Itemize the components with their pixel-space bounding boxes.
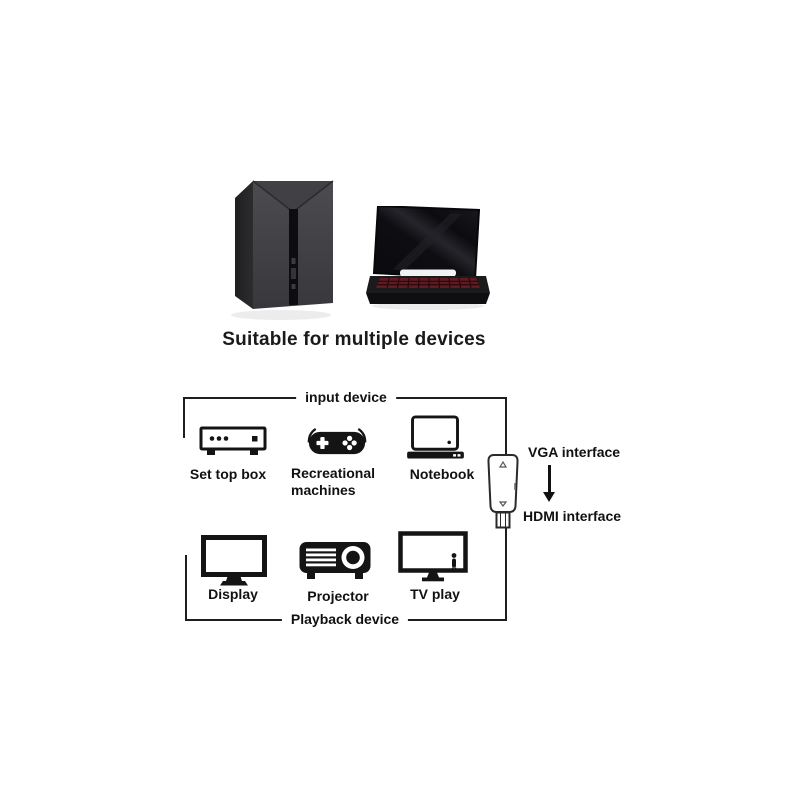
adapter-vga-label: VGA interface [528,444,621,460]
gaming-laptop-image [366,206,490,310]
playback-device-label-display: Display [208,586,258,602]
notebook-icon [407,415,464,459]
playback-device-label-tv-play: TV play [410,586,460,602]
input-device-label-recreational-machines: Recreational machines [291,465,376,498]
set-top-box-icon [199,426,267,455]
desktop-tower-image [231,180,334,320]
playback-group-label: Playback device [281,611,409,627]
projector-icon [299,542,371,579]
input-device-label-notebook: Notebook [409,466,475,482]
tv-icon [398,531,468,582]
down-arrow-icon [543,465,556,503]
vga-hdmi-adapter-icon [487,454,519,529]
input-group-label: input device [296,389,396,405]
input-bracket-left-line [183,397,185,438]
game-controller-icon [307,427,367,455]
hero-caption: Suitable for multiple devices [222,329,486,350]
playback-bracket-left-line [185,555,187,621]
input-device-label-set-top-box: Set top box [189,466,267,482]
playback-device-label-projector: Projector [307,588,369,604]
display-icon [201,535,267,586]
adapter-hdmi-label: HDMI interface [523,508,622,524]
